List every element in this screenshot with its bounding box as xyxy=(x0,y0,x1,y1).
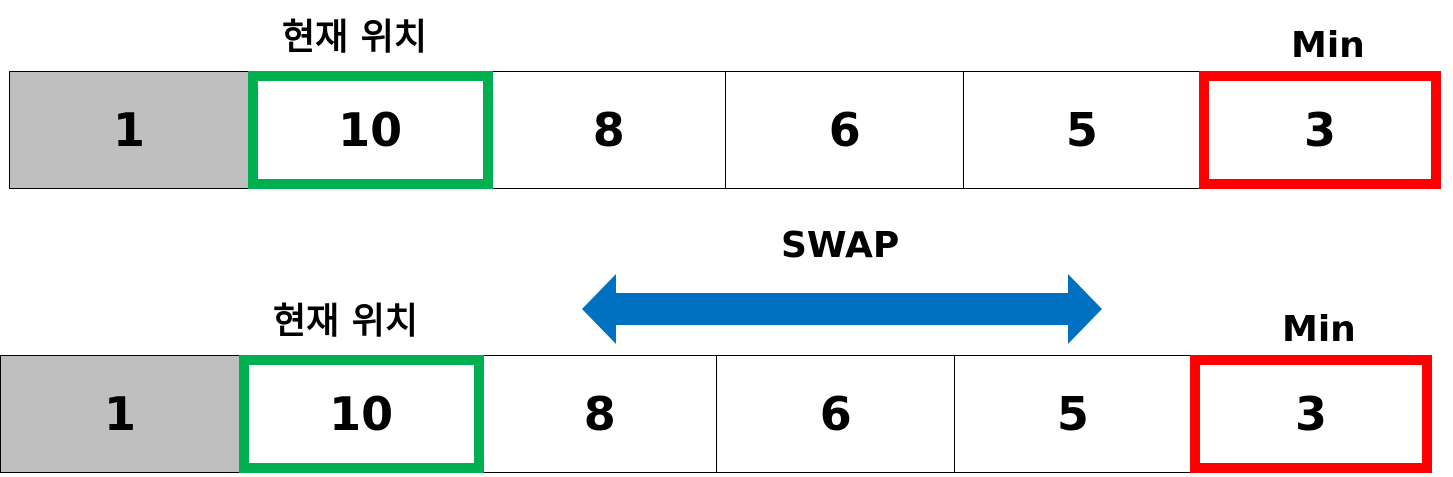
swap-arrow-shape xyxy=(582,274,1102,344)
top-cell-min: 3 xyxy=(1198,71,1442,189)
top-cell: 5 xyxy=(963,71,1201,189)
top-cell-current: 10 xyxy=(247,71,493,189)
double-headed-arrow-icon xyxy=(582,274,1102,344)
top-cell: 8 xyxy=(491,71,727,189)
bottom-cell-min: 3 xyxy=(1189,355,1433,473)
bottom-cell-sorted: 1 xyxy=(0,355,241,473)
bottom-array-row: 1 10 8 6 5 3 xyxy=(0,355,1433,473)
bottom-cell-current: 10 xyxy=(238,355,484,473)
top-cell-sorted: 1 xyxy=(9,71,250,189)
bottom-cell: 6 xyxy=(715,355,956,473)
swap-label: SWAP xyxy=(781,225,900,266)
top-cell: 6 xyxy=(724,71,965,189)
bottom-cell: 5 xyxy=(954,355,1192,473)
top-min-label: Min xyxy=(1291,25,1365,66)
top-current-position-label: 현재 위치 xyxy=(282,17,428,58)
bottom-min-label: Min xyxy=(1282,309,1356,350)
top-array-row: 1 10 8 6 5 3 xyxy=(9,71,1442,189)
bottom-current-position-label: 현재 위치 xyxy=(273,301,419,342)
bottom-cell: 8 xyxy=(482,355,718,473)
